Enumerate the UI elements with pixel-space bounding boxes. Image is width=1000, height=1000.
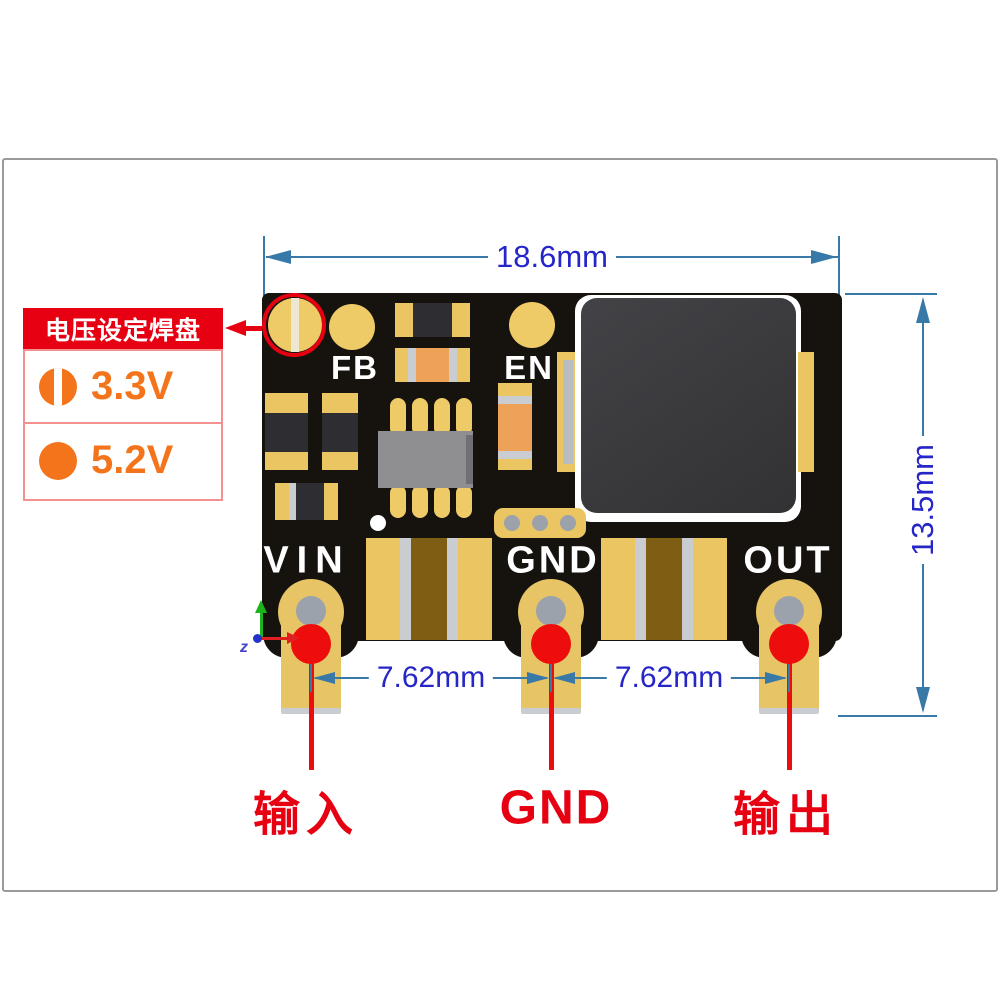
highlight-circle xyxy=(262,293,326,357)
legend-pointer-arrow-icon xyxy=(225,320,246,336)
legend-pointer-line xyxy=(245,326,267,331)
input-pointer-line xyxy=(309,644,314,770)
extension-line xyxy=(838,715,937,717)
input-annotation: 输入 xyxy=(253,787,359,841)
arrow-left-icon xyxy=(313,672,335,684)
capacitor xyxy=(366,538,492,640)
legend-option-3v3: 3.3V xyxy=(25,351,221,424)
z-axis-label: z xyxy=(240,639,248,656)
en-label: EN xyxy=(504,349,554,386)
legend-title: 电压设定焊盘 xyxy=(23,308,223,349)
legend-option-5v2: 5.2V xyxy=(25,424,221,497)
arrow-right-icon xyxy=(527,672,549,684)
ic-pin xyxy=(412,485,428,518)
x-axis-arrow-icon xyxy=(287,632,300,644)
output-pointer-line xyxy=(787,644,792,770)
en-pad xyxy=(509,302,555,348)
pin-marker-dot xyxy=(291,624,331,664)
ic-pin xyxy=(456,398,472,436)
height-dimension-label: 13.5mm xyxy=(905,436,941,564)
arrow-left-icon xyxy=(553,672,575,684)
legend-option-label: 5.2V xyxy=(91,438,174,482)
pin-hole xyxy=(296,596,326,626)
pitch-right-label: 7.62mm xyxy=(606,661,732,695)
width-dimension-label: 18.6mm xyxy=(488,239,616,275)
tick-mark xyxy=(550,664,552,692)
ic-pin xyxy=(434,398,450,436)
ic-pin xyxy=(390,398,406,436)
legend-option-label: 3.3V xyxy=(91,364,174,408)
extension-line xyxy=(845,293,937,295)
half-filled-pad-icon xyxy=(39,367,77,406)
arrow-left-icon xyxy=(265,250,291,264)
x-axis-line xyxy=(261,637,289,640)
arrow-down-icon xyxy=(916,687,930,713)
resistor xyxy=(265,393,308,470)
extension-line xyxy=(838,236,840,296)
resistor xyxy=(275,483,338,520)
inductor-chip xyxy=(581,298,796,513)
pin-hole xyxy=(774,596,804,626)
ic-pin xyxy=(390,485,406,518)
ic-pin xyxy=(456,485,472,518)
ic-pin xyxy=(412,398,428,436)
pin-marker-dot xyxy=(769,624,809,664)
ground-pointer-line xyxy=(549,644,554,770)
tick-mark xyxy=(788,664,790,692)
pcb-pad xyxy=(798,352,814,472)
filled-pad-icon xyxy=(39,441,77,480)
y-axis-line xyxy=(260,610,263,639)
pitch-left-label: 7.62mm xyxy=(368,661,494,695)
arrow-right-icon xyxy=(811,250,837,264)
vin-label: VIN xyxy=(263,539,351,582)
fb-label: FB xyxy=(331,349,379,386)
arrow-right-icon xyxy=(765,672,787,684)
fb-pad xyxy=(329,304,375,350)
capacitor xyxy=(395,348,470,382)
output-annotation: 输出 xyxy=(733,787,839,841)
resistor xyxy=(322,393,358,470)
ground-annotation: GND xyxy=(499,781,613,835)
arrow-up-icon xyxy=(916,297,930,323)
resistor xyxy=(395,303,470,337)
axis-origin-dot xyxy=(253,634,262,643)
y-axis-arrow-icon xyxy=(255,600,267,613)
pad-termination xyxy=(563,360,573,464)
ic-chip xyxy=(378,431,473,488)
gnd-label: GND xyxy=(506,539,600,582)
ic-pin xyxy=(434,485,450,518)
capacitor xyxy=(601,538,727,640)
via-hole xyxy=(532,515,548,531)
tick-mark xyxy=(310,664,312,692)
extension-line xyxy=(263,236,265,296)
pin-marker-dot xyxy=(531,624,571,664)
via-hole xyxy=(504,515,520,531)
pin-hole xyxy=(536,596,566,626)
out-label: OUT xyxy=(743,539,833,582)
silkscreen-dot xyxy=(370,515,386,531)
legend-box: 3.3V 5.2V xyxy=(23,349,223,501)
via-hole xyxy=(560,515,576,531)
capacitor xyxy=(498,383,532,470)
